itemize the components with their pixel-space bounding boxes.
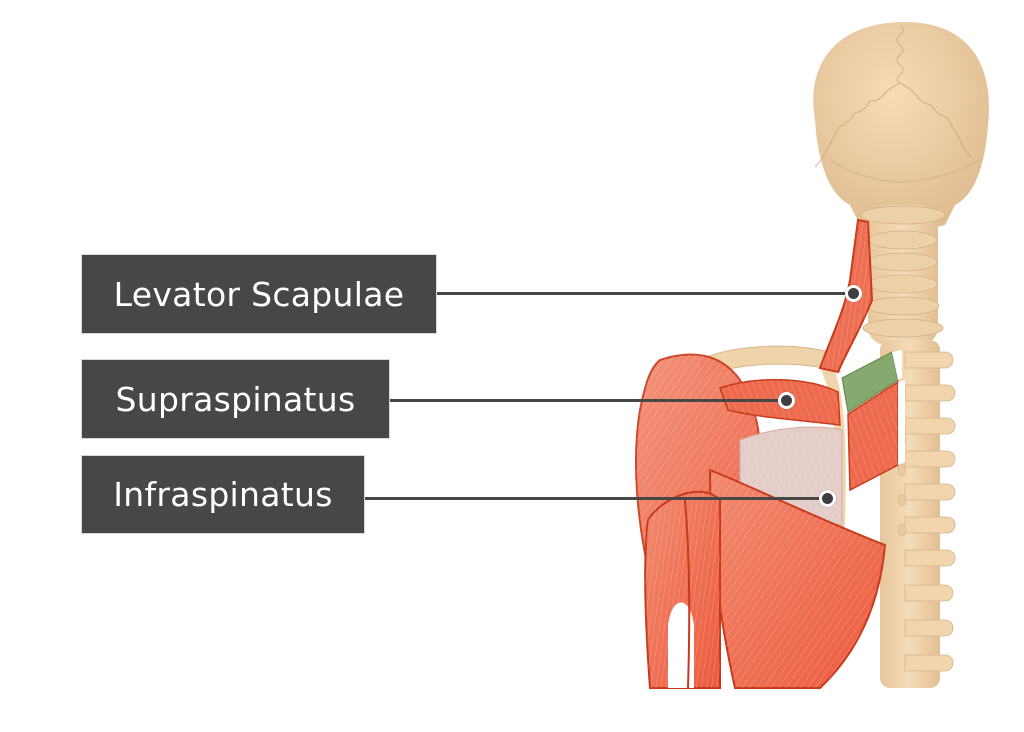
levator-scapulae-muscle xyxy=(818,218,874,374)
infraspinatus-pointer-dot xyxy=(819,490,836,507)
label-supraspinatus-text: Supraspinatus xyxy=(115,379,356,419)
infraspinatus-leader-line xyxy=(365,497,827,500)
label-levator-scapulae-text: Levator Scapulae xyxy=(113,274,405,314)
levator-scapulae-pointer-dot xyxy=(845,285,862,302)
clavicle xyxy=(699,345,841,377)
label-levator-scapulae: Levator Scapulae xyxy=(81,254,437,334)
skull xyxy=(813,22,989,231)
supraspinatus-leader-line xyxy=(390,399,786,402)
triceps-muscle xyxy=(644,490,721,689)
label-infraspinatus: Infraspinatus xyxy=(81,455,365,534)
label-supraspinatus: Supraspinatus xyxy=(81,359,390,439)
rhomboid-major-muscle xyxy=(847,380,905,492)
levator-scapulae-leader-line xyxy=(437,292,853,295)
label-infraspinatus-text: Infraspinatus xyxy=(113,475,333,514)
supraspinatus-pointer-dot xyxy=(778,392,795,409)
vertebral-column xyxy=(860,205,956,688)
rhomboid-minor-muscle xyxy=(841,350,902,413)
